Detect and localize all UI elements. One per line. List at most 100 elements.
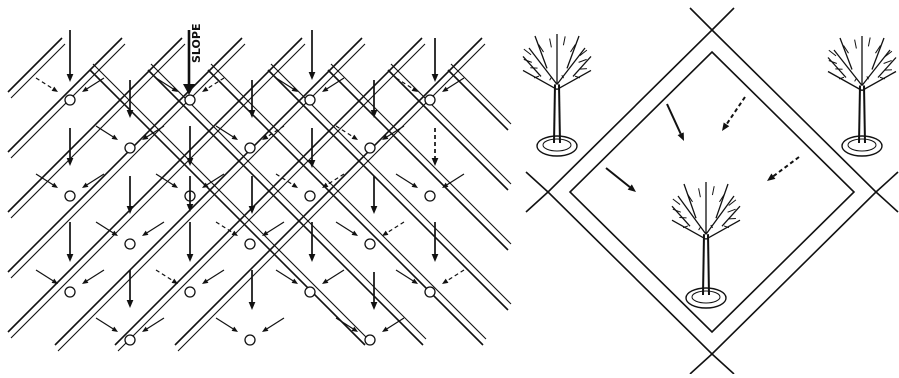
downhill-arrow-icon (187, 126, 194, 166)
tree-twig (550, 77, 552, 80)
tree-twig (855, 79, 857, 82)
runoff-arrow-icon (142, 318, 164, 332)
runoff-arrow-icon (262, 318, 284, 332)
tree-branch (862, 72, 896, 91)
tree-branch (523, 70, 557, 89)
tree-branch (834, 50, 862, 86)
outlet-circle-icon (365, 335, 375, 345)
tree-twig (673, 199, 680, 205)
runoff-arrow-icon (262, 222, 284, 236)
ridge-line (331, 64, 511, 244)
runoff-arrow-icon (96, 126, 118, 140)
tree-twig (712, 186, 714, 195)
outlet-circle-icon (65, 287, 75, 297)
mulch-basin (848, 139, 876, 151)
tree-branch (862, 50, 890, 86)
outlet-circle-icon (125, 239, 135, 249)
ridge-line (8, 38, 302, 332)
ridge-extension (712, 354, 734, 374)
runoff-arrow-icon (336, 222, 358, 236)
downhill-arrow-icon (309, 30, 316, 80)
mulch-basin (543, 139, 571, 151)
ridge-line (151, 64, 426, 339)
tree-twig (699, 227, 701, 230)
outlet-circle-icon (245, 239, 255, 249)
downhill-arrow-icon (127, 270, 134, 308)
tree-branch (672, 220, 706, 239)
ridge-line (178, 44, 485, 351)
right-panel-single-basin (523, 8, 898, 374)
runoff-arrow-icon (276, 270, 298, 284)
ridge-extension (690, 354, 712, 374)
ridge-extension (690, 8, 712, 30)
ridge-line (8, 38, 242, 272)
runoff-arrow-icon (156, 270, 178, 284)
tree-twig (563, 36, 565, 45)
outlet-circle-icon (185, 95, 195, 105)
downhill-arrow-icon (67, 222, 74, 262)
left-panel-microcatchment-grid: SLOPE (8, 24, 511, 351)
ridge-line (11, 44, 65, 98)
outlet-circle-icon (125, 143, 135, 153)
outlet-circle-icon (305, 95, 315, 105)
runoff-arrow-icon (382, 222, 404, 236)
runoff-arrow-icon (36, 270, 58, 284)
tree-icon (523, 34, 591, 156)
downhill-arrow-icon (371, 80, 378, 118)
runoff-arrow-icon (82, 270, 104, 284)
ridge-line (451, 64, 511, 124)
downhill-arrow-icon (309, 128, 316, 168)
runoff-arrow-icon (382, 318, 404, 332)
tree-twig (550, 39, 552, 48)
inflow-arrow-icon (722, 97, 745, 131)
slope-label: SLOPE (190, 24, 203, 63)
downhill-arrow-icon (249, 176, 256, 214)
runoff-arrow-icon (442, 78, 464, 92)
outlet-circle-icon (185, 287, 195, 297)
ridge-extension (712, 8, 734, 30)
tree-trunk (559, 84, 560, 143)
inflow-arrow-icon (606, 168, 636, 192)
tree-trunk (864, 86, 865, 144)
downhill-arrow-icon (187, 222, 194, 262)
runoff-arrow-icon (322, 270, 344, 284)
tree-twig (868, 37, 870, 46)
outlet-circle-icon (425, 95, 435, 105)
ridge-line (8, 38, 62, 92)
outlet-circle-icon (245, 143, 255, 153)
runoff-arrow-icon (216, 318, 238, 332)
runoff-arrow-icon (202, 78, 224, 92)
downhill-arrow-icon (249, 270, 256, 310)
downhill-arrow-icon (371, 176, 378, 214)
outlet-circle-icon (425, 287, 435, 297)
tree-twig (855, 40, 857, 49)
downhill-arrow-icon (371, 272, 378, 310)
slope-marker: SLOPE (183, 24, 203, 95)
runoff-arrow-icon (442, 270, 464, 284)
runoff-arrow-icon (36, 78, 58, 92)
downhill-arrow-icon (432, 38, 439, 82)
tree-branch (828, 72, 862, 91)
runoff-arrow-icon (202, 270, 224, 284)
tree-branch (557, 70, 591, 89)
ridge-line (328, 70, 508, 250)
ridge-extension (526, 172, 548, 192)
inner-ridge (570, 52, 854, 332)
tree-trunk (708, 234, 709, 295)
tree-trunk (703, 234, 704, 295)
tree-trunk (859, 86, 860, 144)
ridge-line (8, 38, 122, 152)
runoff-arrow-icon (322, 78, 344, 92)
ridge-line (268, 70, 508, 310)
downhill-arrow-icon (432, 222, 439, 262)
outlet-circle-icon (125, 335, 135, 345)
ridge-line (391, 64, 511, 184)
runoff-arrow-icon (142, 222, 164, 236)
outlet-circle-icon (365, 239, 375, 249)
downhill-arrow-icon (67, 30, 74, 82)
outlet-circle-icon (65, 95, 75, 105)
runoff-arrow-icon (396, 174, 418, 188)
ridge-line (55, 38, 362, 345)
